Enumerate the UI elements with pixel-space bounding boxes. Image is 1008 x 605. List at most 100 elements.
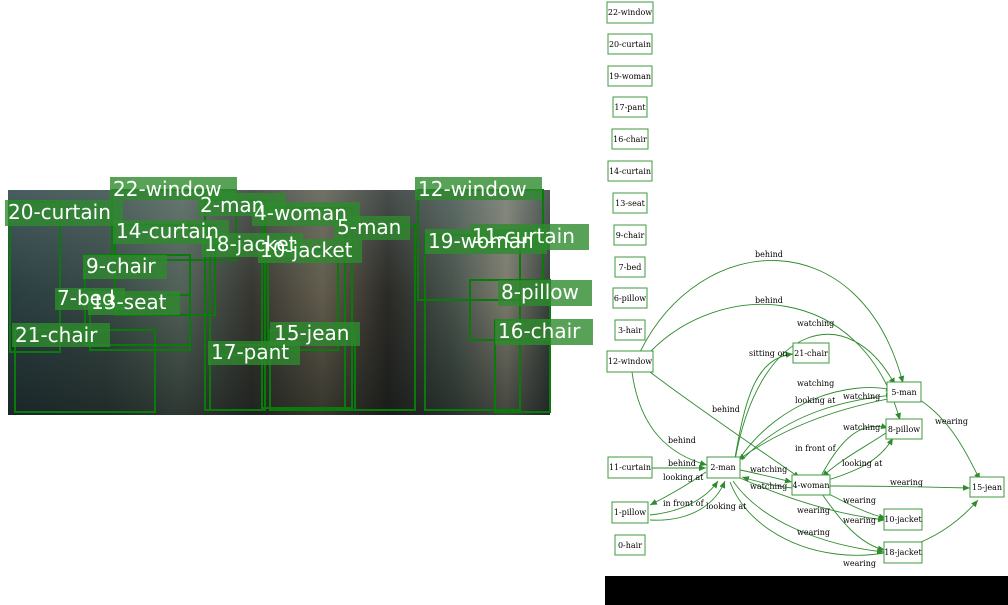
- edge-label-e21: looking at: [706, 502, 747, 511]
- node-box-1-pillow: [611, 501, 649, 524]
- label-bg-10-jacket: [258, 239, 362, 263]
- node-0-hair: 0-hair: [618, 541, 642, 550]
- label-bg-5-man: [334, 216, 410, 240]
- det-label-2-man: 2-man: [200, 193, 264, 217]
- det-label-11-curtain: 11-curtain: [472, 224, 575, 248]
- label-bg-17-pant: [208, 341, 300, 365]
- edge-2-5-watching: [734, 334, 896, 461]
- edge-label-e7: watching: [843, 392, 880, 401]
- node-18-jacket: 18-jacket: [884, 548, 922, 557]
- node-box-9-chair: [613, 224, 647, 246]
- edge-2-5-looking-at: [741, 392, 894, 461]
- node-box-5-man: [886, 381, 922, 403]
- edge-1-2-in-front-of: [649, 480, 719, 516]
- det-label-4-woman: 4-woman: [254, 201, 347, 225]
- edge-label-e6: looking at: [795, 396, 836, 405]
- edge-label-e4: sitting on: [749, 349, 787, 358]
- edge-label-e10: wearing: [935, 417, 968, 426]
- det-label-19-woman: 19-woman: [428, 229, 534, 253]
- label-bg-12-window: [415, 177, 542, 200]
- edge-12-4-behind: [649, 371, 801, 479]
- node-box-20-curtain: [607, 33, 653, 55]
- label-bg-13-seat: [88, 291, 180, 315]
- node-box-12-window: [606, 350, 654, 373]
- label-bg-16-chair: [495, 319, 593, 345]
- node-box-2-man: [706, 456, 741, 479]
- node-10-jacket: 10-jacket: [884, 515, 922, 524]
- label-bg-8-pillow: [498, 280, 592, 306]
- label-bg-21-chair: [12, 323, 110, 347]
- edge-label-e8: behind: [712, 405, 740, 414]
- scene-photo: [8, 190, 550, 415]
- edge-4-15-wearing: [829, 484, 971, 491]
- det-label-20-curtain: 20-curtain: [8, 200, 111, 224]
- edge-4-18-wearing: [821, 493, 886, 552]
- node-11-curtain: 11-curtain: [609, 463, 651, 472]
- edge-label-e17: wearing: [890, 478, 923, 487]
- node-17-pant: 17-pant: [614, 103, 646, 112]
- edge-label-e19: wearing: [843, 496, 876, 505]
- node-21-chair: 21-chair: [794, 349, 828, 358]
- edge-label-e24: wearing: [797, 528, 830, 537]
- scene-graph: behind behind watching sitting on watchi…: [606, 1, 1005, 568]
- edge-4-8-looking-at: [827, 437, 894, 481]
- black-bar: [605, 576, 1008, 605]
- node-12-window: 12-window: [608, 357, 652, 366]
- edge-label-e20: in front of: [663, 499, 705, 508]
- edge-4-8-watching: [819, 423, 889, 479]
- det-label-21-chair: 21-chair: [15, 323, 98, 347]
- node-box-4-woman: [791, 474, 831, 496]
- edge-5-2-watching: [737, 397, 894, 461]
- node-box-17-pant: [612, 96, 648, 118]
- node-13-seat: 13-seat: [615, 199, 645, 208]
- node-box-0-hair: [614, 534, 646, 556]
- edge-label-e15: watching: [750, 465, 787, 474]
- edge-2-15-wearing: [729, 481, 979, 556]
- edge-label-e16: looking at: [663, 473, 704, 482]
- node-box-15-jean: [969, 476, 1005, 498]
- edge-label-e18: watching: [750, 482, 787, 491]
- node-box-22-window: [606, 1, 654, 24]
- edge-label-e9: watching: [843, 423, 880, 432]
- node-box-14-curtain: [607, 160, 653, 182]
- node-box-3-hair: [614, 319, 646, 341]
- edge-label-e3: watching: [797, 319, 834, 328]
- det-label-22-window: 22-window: [113, 177, 222, 201]
- edge-5-15-wearing: [919, 399, 981, 481]
- edge-label-e25: wearing: [843, 559, 876, 568]
- edge-2-1-looking-at: [649, 471, 707, 506]
- edge-label-e1: behind: [755, 250, 783, 259]
- node-3-hair: 3-hair: [618, 326, 642, 335]
- edge-1-2-looking-at: [649, 480, 726, 521]
- edge-2-5-watching-b: [739, 385, 894, 459]
- node-14-curtain: 14-curtain: [609, 167, 651, 176]
- edge-2-4-watching: [739, 469, 793, 484]
- node-9-chair: 9-chair: [616, 231, 645, 240]
- node-7-bed: 7-bed: [619, 263, 642, 272]
- node-box-21-chair: [792, 342, 830, 364]
- node-8-pillow: 8-pillow: [888, 425, 920, 434]
- node-1-pillow: 1-pillow: [614, 508, 646, 517]
- node-box-18-jacket: [883, 541, 923, 564]
- edge-label-e14: looking at: [842, 459, 883, 468]
- edge-12-8-behind: [649, 304, 901, 421]
- node-box-6-pillow: [612, 287, 648, 309]
- node-6-pillow: 6-pillow: [614, 294, 646, 303]
- det-label-12-window: 12-window: [418, 177, 527, 201]
- det-label-5-man: 5-man: [337, 215, 401, 239]
- det-label-9-chair: 9-chair: [86, 254, 156, 278]
- edge-label-e12: in front of: [795, 444, 837, 453]
- node-box-11-curtain: [607, 456, 653, 479]
- edge-12-5-behind: [639, 260, 905, 384]
- det-label-8-pillow: 8-pillow: [501, 280, 579, 304]
- edge-label-e11: behind: [668, 436, 696, 445]
- node-2-man: 2-man: [710, 463, 735, 472]
- det-label-15-jean: 15-jean: [274, 321, 349, 345]
- det-label-10-jacket: 10-jacket: [260, 238, 353, 262]
- node-box-10-jacket: [883, 508, 923, 531]
- edge-label-e5: watching: [797, 379, 834, 388]
- node-5-man: 5-man: [891, 388, 916, 397]
- node-box-8-pillow: [885, 418, 923, 440]
- node-16-chair: 16-chair: [613, 135, 647, 144]
- node-box-13-seat: [612, 192, 648, 214]
